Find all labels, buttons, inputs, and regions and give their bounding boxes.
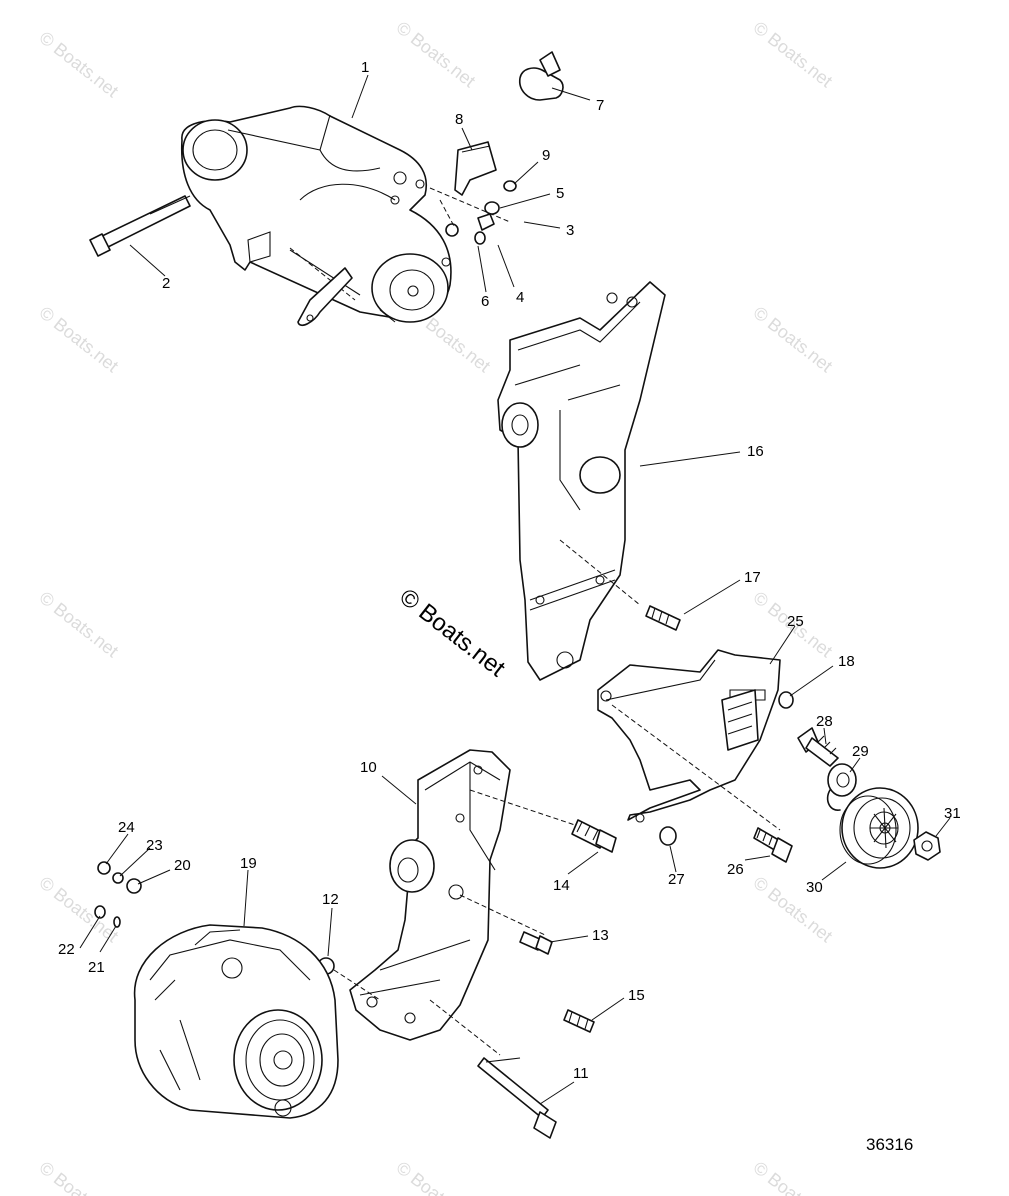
callout-21: 21	[88, 959, 105, 976]
stud-17	[645, 605, 681, 631]
callout-27: 27	[668, 871, 685, 888]
callout-18: 18	[838, 653, 855, 670]
callout-30: 30	[806, 879, 823, 896]
callout-31: 31	[944, 805, 961, 822]
alternator-19	[133, 924, 339, 1119]
watermark: © Boats.net	[750, 17, 837, 91]
watermark: © Boats.net	[750, 302, 837, 376]
callout-7: 7	[596, 97, 604, 114]
callout-2: 2	[162, 275, 170, 292]
callout-11: 11	[573, 1065, 589, 1082]
spacer-29	[826, 763, 857, 811]
callout-9: 9	[542, 147, 550, 164]
callout-28: 28	[816, 713, 833, 730]
bracket-25	[597, 649, 781, 831]
starter-motor	[180, 105, 452, 327]
bolt-13	[519, 931, 553, 955]
callout-13: 13	[592, 927, 609, 944]
watermark-center: © Boats.net	[394, 583, 510, 682]
callout-3: 3	[566, 222, 574, 239]
callout-labels: 1 2 3 4 5 6 7 8 9 10 11 12 13 14 15 16 1…	[58, 59, 961, 1082]
nut-31	[913, 831, 941, 861]
callout-4: 4	[516, 289, 524, 306]
diagram-code: 36316	[866, 1135, 913, 1154]
callout-8: 8	[455, 111, 463, 128]
stud-15	[563, 1009, 595, 1033]
pulley-30	[839, 787, 919, 869]
watermark: © Boats.net	[393, 1157, 480, 1196]
callout-16: 16	[747, 443, 764, 460]
callout-15: 15	[628, 987, 645, 1004]
small-fasteners-20-24	[94, 861, 142, 928]
callout-25: 25	[787, 613, 804, 630]
callout-26: 26	[727, 861, 744, 878]
watermark: © Boats.net	[36, 302, 123, 376]
callout-23: 23	[146, 837, 163, 854]
small-fasteners	[429, 180, 517, 245]
callout-14: 14	[553, 877, 570, 894]
callout-20: 20	[174, 857, 191, 874]
callout-6: 6	[481, 293, 489, 310]
callout-10: 10	[360, 759, 377, 776]
watermark: © Boats.net	[36, 587, 123, 661]
callout-29: 29	[852, 743, 869, 760]
nut-18	[778, 691, 794, 709]
bolt-2	[89, 195, 191, 257]
watermark: © Boats.net	[36, 872, 123, 946]
callout-19: 19	[240, 855, 257, 872]
callout-5: 5	[556, 185, 564, 202]
leader-lines	[79, 74, 951, 1105]
part-7	[518, 51, 564, 101]
callout-12: 12	[322, 891, 339, 908]
part-8	[454, 141, 497, 196]
watermark: © Boats.net	[750, 872, 837, 946]
watermark: © Boats.net	[36, 1157, 123, 1196]
callout-1: 1	[361, 59, 369, 76]
bolt-11	[477, 1057, 557, 1139]
watermark: © Boats.net	[750, 1157, 837, 1196]
bolt-14	[571, 819, 617, 853]
nut-27	[659, 826, 677, 846]
bracket-16	[497, 281, 666, 681]
bolt-26	[753, 827, 793, 863]
callout-22: 22	[58, 941, 75, 958]
bolt-28	[797, 727, 839, 767]
watermark: © Boats.net	[393, 17, 480, 91]
assembly-line	[333, 969, 381, 1001]
callout-17: 17	[744, 569, 761, 586]
callout-24: 24	[118, 819, 135, 836]
watermark: © Boats.net	[36, 27, 123, 101]
bracket-10	[349, 749, 591, 1056]
